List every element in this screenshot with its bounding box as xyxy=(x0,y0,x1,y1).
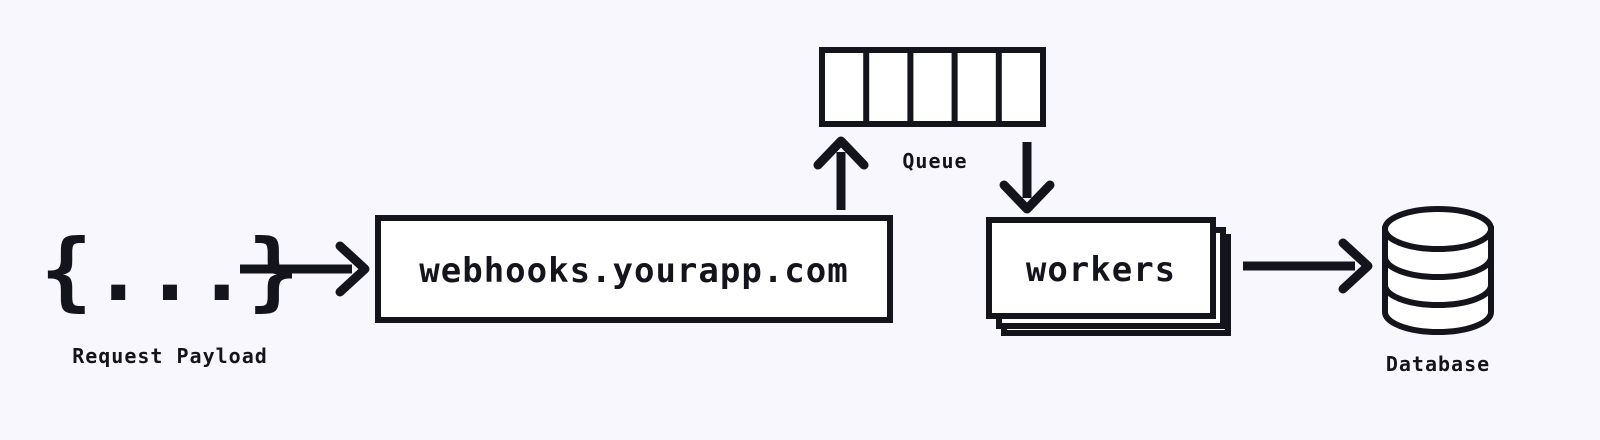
arrow-head-right-icon xyxy=(335,241,370,297)
node-webhook-endpoint: webhooks.yourapp.com xyxy=(375,215,893,323)
request-payload-label: Request Payload xyxy=(72,344,268,368)
webhook-endpoint-label: webhooks.yourapp.com xyxy=(419,251,848,291)
arrow-head-right-icon xyxy=(1338,238,1373,294)
database-cylinder-body xyxy=(1382,226,1494,335)
database-band-divider xyxy=(1382,282,1494,308)
node-queue: Queue xyxy=(819,47,1046,173)
edge-workers-to-database xyxy=(1243,238,1373,294)
queue-label: Queue xyxy=(902,149,967,173)
queue-container xyxy=(819,47,1046,127)
database-label: Database xyxy=(1386,352,1490,376)
edge-payload-to-endpoint xyxy=(240,241,370,297)
edge-endpoint-to-queue xyxy=(813,136,869,210)
arrow-head-down-icon xyxy=(999,180,1055,214)
node-database: Database xyxy=(1382,206,1494,376)
node-workers: workers xyxy=(986,217,1231,336)
database-band-divider xyxy=(1382,254,1494,280)
edge-queue-to-workers xyxy=(999,142,1055,214)
arrow-head-up-icon xyxy=(813,136,869,170)
database-cylinder-top xyxy=(1382,206,1494,252)
workers-label: workers xyxy=(1026,250,1176,290)
workers-stack-layer-front xyxy=(986,217,1216,319)
node-request-payload: {...} Request Payload xyxy=(41,221,300,368)
webhook-endpoint-box xyxy=(375,215,893,323)
